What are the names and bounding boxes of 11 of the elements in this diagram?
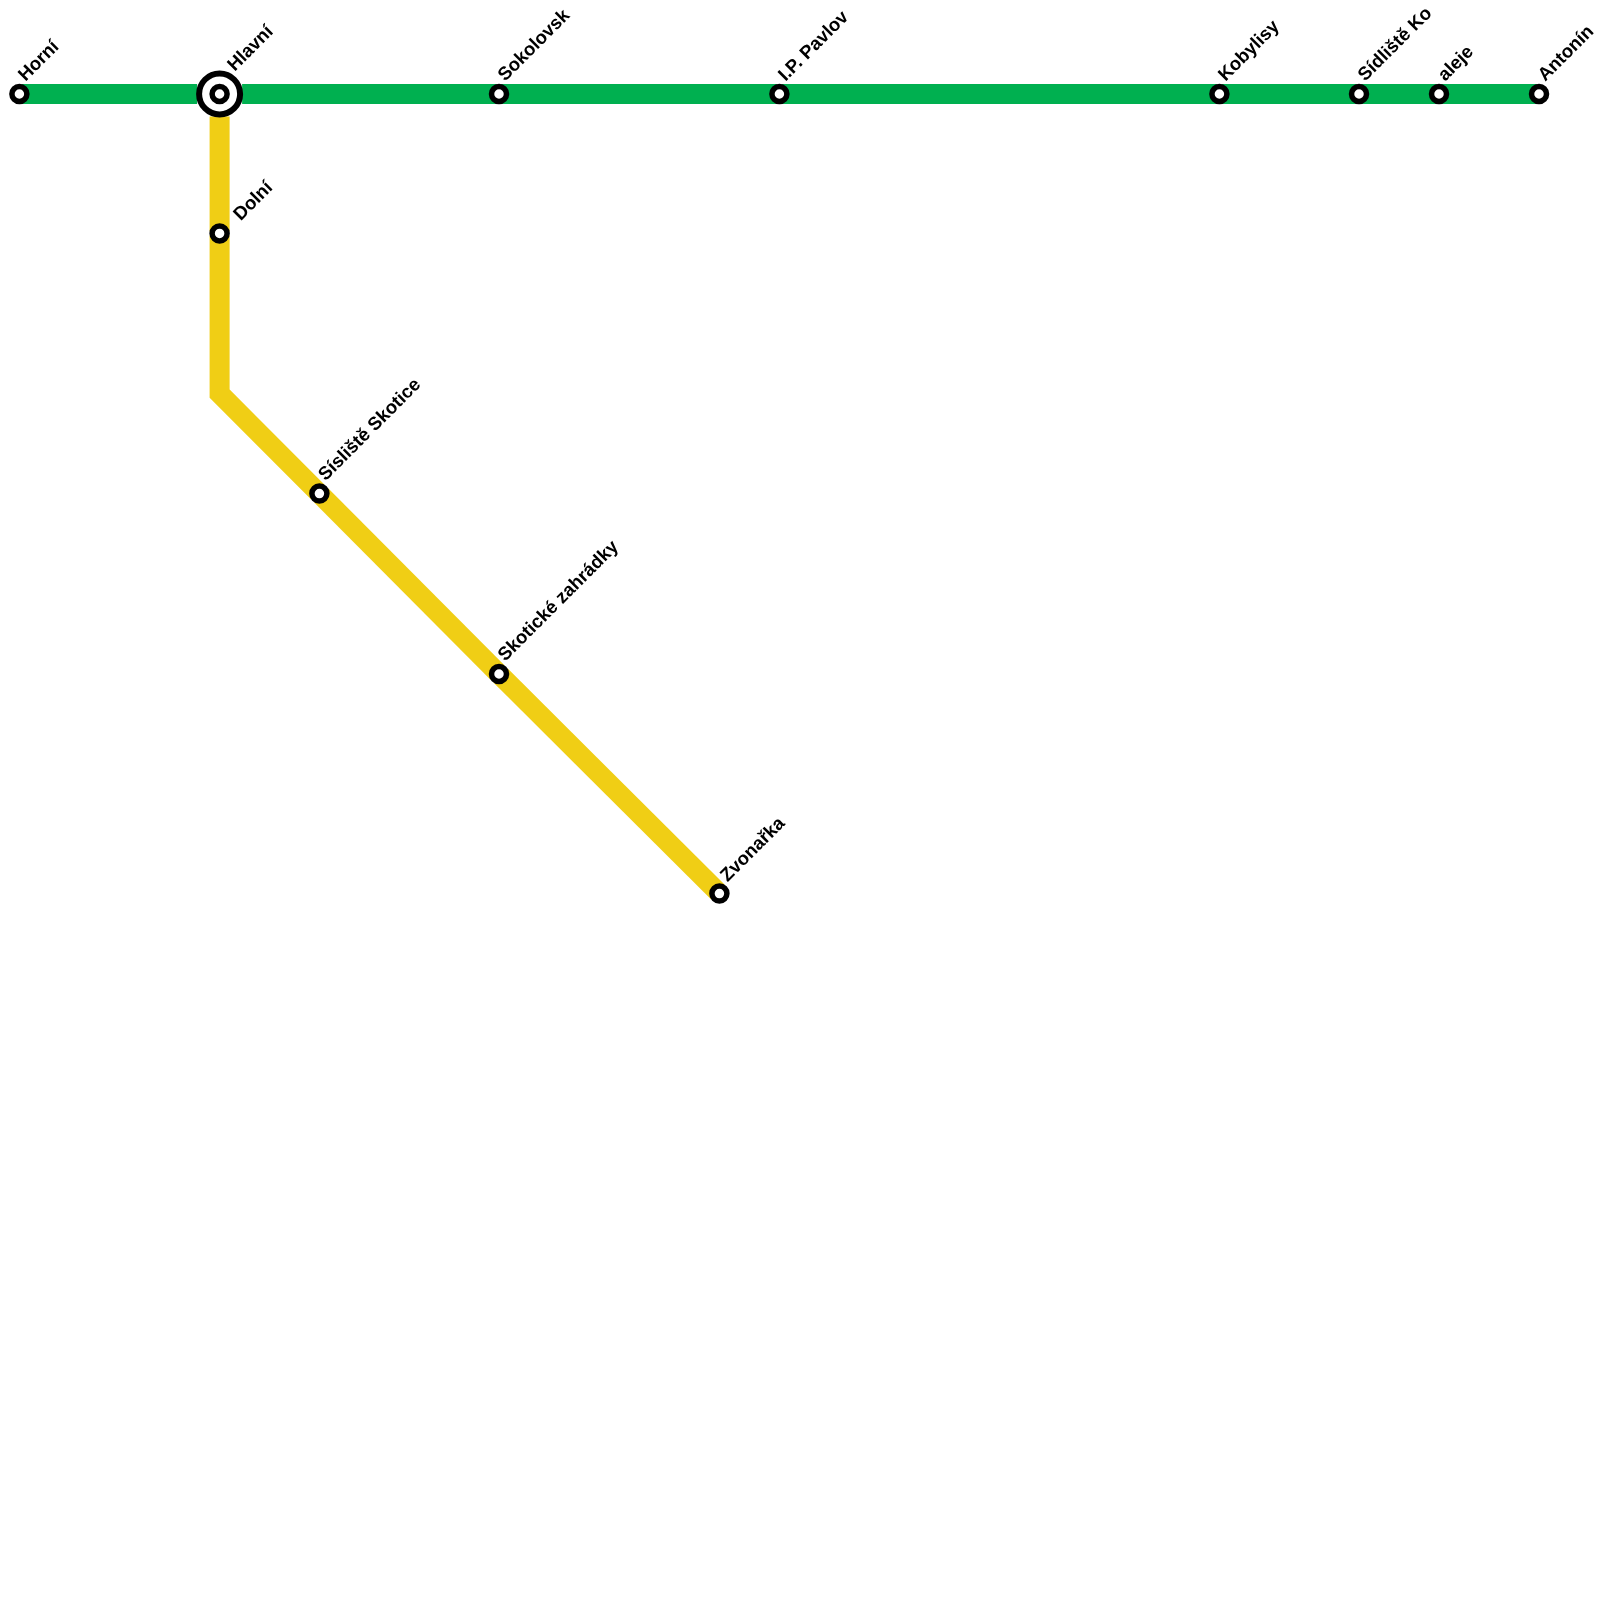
route-line: [242, 84, 497, 104]
route-line: [209, 235, 326, 500]
route-line: [1361, 84, 1437, 104]
route-line: [493, 668, 726, 900]
route-line: [501, 84, 778, 104]
route-line: [1441, 84, 1537, 104]
route-line: [209, 116, 230, 232]
route-line: [313, 488, 505, 680]
route-line: [1221, 84, 1357, 104]
route-line: [781, 84, 1218, 104]
route-line: [21, 84, 198, 104]
